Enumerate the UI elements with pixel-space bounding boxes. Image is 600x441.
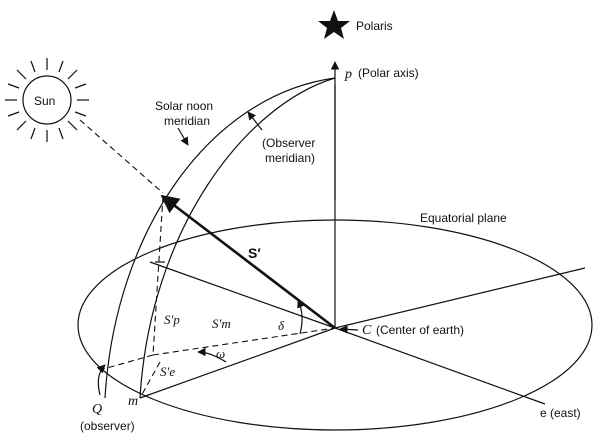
polar-axis-text: (Polar axis) xyxy=(358,66,419,80)
radius-to-m xyxy=(139,327,336,399)
east-label: e (east) xyxy=(540,406,581,420)
q-label: Q xyxy=(92,402,102,417)
solar-noon-meridian xyxy=(104,77,336,399)
sun-label: Sun xyxy=(34,94,55,108)
observer-meridian-label-1: (Observer xyxy=(262,136,315,150)
se-dash xyxy=(99,354,154,371)
observer-meridian xyxy=(139,77,336,399)
radius-to-right xyxy=(334,267,586,329)
observer-meridian-arrow xyxy=(247,111,263,131)
delta-arc xyxy=(297,299,306,335)
delta-label: δ xyxy=(278,318,285,333)
solar-noon-label-2: meridian xyxy=(164,114,210,128)
radius-to-east xyxy=(334,327,546,405)
sm-dash xyxy=(152,327,336,356)
omega-arc xyxy=(197,347,227,363)
sm-label: S′m xyxy=(212,316,231,331)
solar-noon-label-1: Solar noon xyxy=(155,99,213,113)
polaris-label: Polaris xyxy=(356,19,393,33)
omega-label: ω xyxy=(216,346,225,361)
polar-axis-p: p xyxy=(344,67,352,82)
s-prime-vector xyxy=(160,194,336,330)
observer-meridian-label-2: meridian) xyxy=(265,151,315,165)
m-label: m xyxy=(128,394,138,409)
sun-ray xyxy=(79,119,164,194)
se-label: S′e xyxy=(160,364,175,379)
center-c-label: C xyxy=(362,323,372,338)
equatorial-plane-label: Equatorial plane xyxy=(420,211,507,225)
se-ground-dash xyxy=(139,361,161,399)
center-arrow xyxy=(339,325,359,334)
sun-icon xyxy=(5,58,89,142)
s-prime-label: S′ xyxy=(248,245,261,261)
sp-label: S′p xyxy=(164,312,180,327)
q-arrow xyxy=(96,364,106,396)
radius-to-left xyxy=(149,261,336,329)
solar-noon-arrow xyxy=(177,127,189,146)
observer-label: (observer) xyxy=(80,419,135,433)
center-text-label: (Center of earth) xyxy=(376,323,464,337)
sp-vertical-dash xyxy=(152,195,164,356)
polaris-star-icon xyxy=(318,10,350,39)
